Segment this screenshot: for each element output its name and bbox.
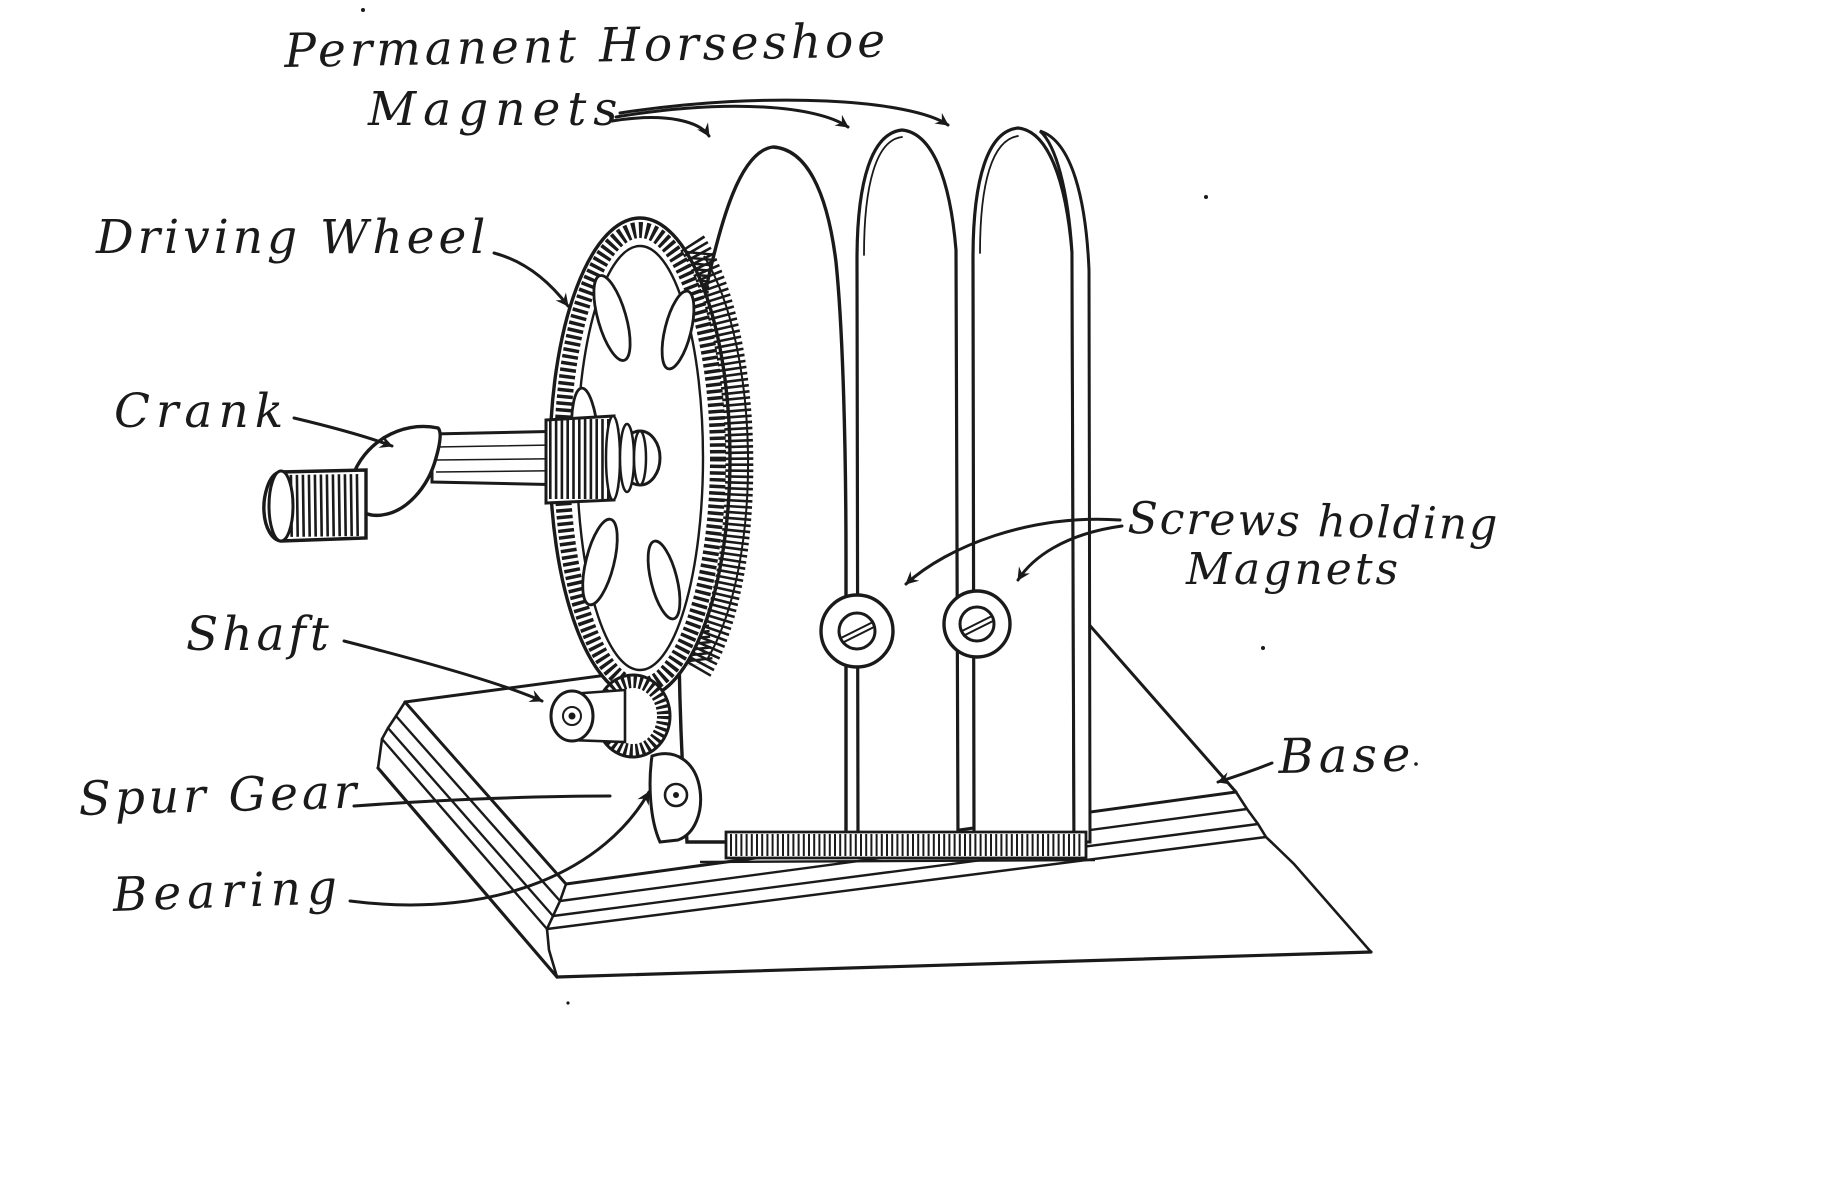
spoke-cutout <box>660 289 696 371</box>
magnet-slab-back <box>971 126 1076 844</box>
leader-shaft <box>342 639 544 703</box>
gear-shaft-hub <box>549 688 627 744</box>
spoke-cutout <box>592 274 632 362</box>
leader-magnet-2 <box>614 104 850 129</box>
label-screws-magnets: Magnets <box>1186 544 1402 595</box>
spoke-cutout <box>581 517 619 607</box>
label-magnets: Magnets <box>368 82 625 137</box>
leader-crank <box>292 416 394 448</box>
leader-magnet-3 <box>618 98 950 127</box>
leader-lines <box>292 98 1274 907</box>
leader-screw-right <box>1016 524 1124 582</box>
leader-spur-gear <box>352 794 612 808</box>
label-base: Base <box>1277 726 1416 785</box>
leader-base <box>1216 761 1274 785</box>
label-screws-holding: Screws holding <box>1127 493 1500 551</box>
label-crank: Crank <box>114 384 290 439</box>
speckles <box>361 8 1418 1005</box>
spoke-cutout <box>646 539 682 621</box>
wheel-rim-teeth-band <box>680 235 754 678</box>
magnet-screw-left <box>819 593 895 669</box>
label-spur-gear: Spur Gear <box>77 764 362 827</box>
leader-bearing <box>348 790 651 907</box>
machine-foot <box>699 830 1096 864</box>
label-driving-wheel: Driving Wheel <box>96 210 490 265</box>
magnet-screw-right <box>942 589 1012 659</box>
crank-handle <box>262 468 368 543</box>
leader-screw-left <box>904 517 1122 586</box>
label-shaft: Shaft <box>186 607 333 662</box>
leader-driving-wheel <box>492 251 570 308</box>
label-bearing: Bearing <box>111 859 344 923</box>
magnet-stack-end-cap <box>1038 129 1092 844</box>
bearing-boss <box>648 752 703 844</box>
magnet-stack <box>677 126 1092 844</box>
magnet-slab-middle <box>855 128 960 844</box>
leader-magnet-1 <box>610 116 711 138</box>
crank-axle <box>430 414 648 505</box>
label-permanent-horseshoe: Permanent Horseshoe <box>283 13 890 79</box>
